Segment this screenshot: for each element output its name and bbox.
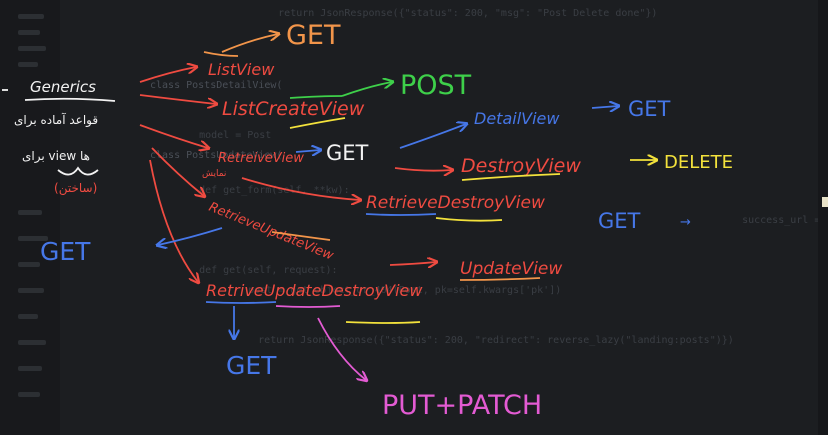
delete-label: DELETE — [664, 152, 733, 173]
arrow-to-detail-view — [399, 124, 466, 149]
making-text: (ساختن) — [54, 181, 97, 196]
sidebar-entry — [18, 262, 40, 267]
rud-blue-underline — [205, 301, 277, 304]
retrieve-update-view-label: RetrieveUpdateView — [207, 200, 336, 264]
code-line: return JsonResponse({"status": 200, "msg… — [230, 8, 658, 19]
update-view-label: UpdateView — [460, 259, 562, 279]
code-line: class PostsDetailView( — [150, 80, 283, 91]
sidebar-entry — [18, 366, 42, 371]
arrow-retrieve-view-get — [295, 150, 320, 152]
retrieve-update-destroy-view-label: RetriveUpdateDestroyView — [206, 281, 423, 300]
retrieve-update-underline — [271, 231, 331, 241]
sidebar-entry — [18, 236, 48, 241]
code-line: class PostsUpdateView( — [150, 150, 283, 161]
post-label: POST — [400, 70, 472, 101]
sidebar-entry — [18, 340, 46, 345]
retrieve-destroy-blue-underline — [365, 213, 437, 216]
get-retrieve-destroy-label: GET — [598, 209, 641, 233]
destroy-view-label: DestroyView — [461, 155, 581, 177]
generics-label: Generics — [30, 78, 96, 96]
sidebar-entry — [18, 14, 44, 19]
sidebar-entry — [18, 30, 40, 35]
rud-yellow-underline — [345, 321, 421, 324]
get-top-label: GET — [286, 20, 341, 51]
sidebar-entry — [18, 62, 38, 67]
code-line: def get_form(self, **kw): — [175, 185, 350, 196]
list-view-underline — [203, 51, 239, 57]
arrow-detail-view-get — [591, 106, 618, 108]
arrow-to-update-view — [389, 262, 436, 265]
arrow-to-list-view — [139, 67, 196, 83]
arrow-after-label: → — [680, 215, 691, 230]
rud-magenta-underline — [275, 305, 341, 308]
code-line: post = get_object_or_404(Post, pk=self.k… — [200, 285, 562, 296]
arrow-to-destroy-view — [394, 168, 452, 171]
retrieve-destroy-yellow-underline — [435, 217, 503, 222]
code-line: return JsonResponse({"status": 200, "red… — [210, 335, 734, 346]
put-patch-label: PUT+PATCH — [382, 390, 542, 421]
list-create-yellow-underline — [289, 117, 346, 129]
code-line: model = Post — [175, 130, 272, 141]
arrow-to-list-create-view — [139, 94, 216, 104]
get-left-label: GET — [40, 237, 91, 266]
get-detail-label: GET — [628, 97, 671, 121]
brace-mark — [57, 166, 99, 176]
list-create-view-label: ListCreateView — [222, 98, 365, 120]
retrieve-view-label: RetreiveView — [218, 151, 304, 166]
destroy-view-underline — [461, 173, 561, 181]
scroll-thumb — [822, 197, 828, 207]
persian-rules-text: قواعد آماده برای — [14, 112, 98, 128]
sidebar-entry — [18, 46, 46, 51]
arrow-list-create-post — [341, 82, 392, 97]
arrow-to-retrieve-destroy-view — [241, 177, 360, 200]
list-create-green-stroke — [289, 95, 343, 99]
sidebar-entry — [18, 210, 42, 215]
list-view-label: ListView — [208, 60, 275, 79]
arrow-to-retrieve-view — [139, 124, 208, 148]
arrow-to-get-left — [158, 227, 223, 245]
generics-underline — [24, 97, 116, 102]
arrow-list-view-get — [221, 34, 278, 53]
detail-view-label: DetailView — [474, 109, 560, 128]
code-line: def get(self, request): — [175, 265, 338, 276]
editor-scrollbar — [818, 0, 828, 435]
sidebar-entry — [18, 314, 38, 319]
arrow-to-retrieve-update-destroy-view — [149, 159, 198, 282]
get-middle-label: GET — [326, 141, 369, 165]
retrieve-destroy-view-label: RetrieveDestroyView — [366, 193, 545, 213]
retrieve-view-note: نمایش — [202, 169, 226, 179]
sidebar-entry — [18, 288, 44, 293]
get-bottom-label: GET — [226, 351, 277, 380]
sidebar-entry — [18, 392, 40, 397]
editor-sidebar — [0, 0, 60, 435]
for-view-text: برای view ها — [22, 149, 90, 164]
arrow-to-put-patch — [317, 317, 366, 380]
update-view-underline — [459, 277, 541, 281]
arrow-to-retrieve-update-view — [151, 147, 204, 196]
